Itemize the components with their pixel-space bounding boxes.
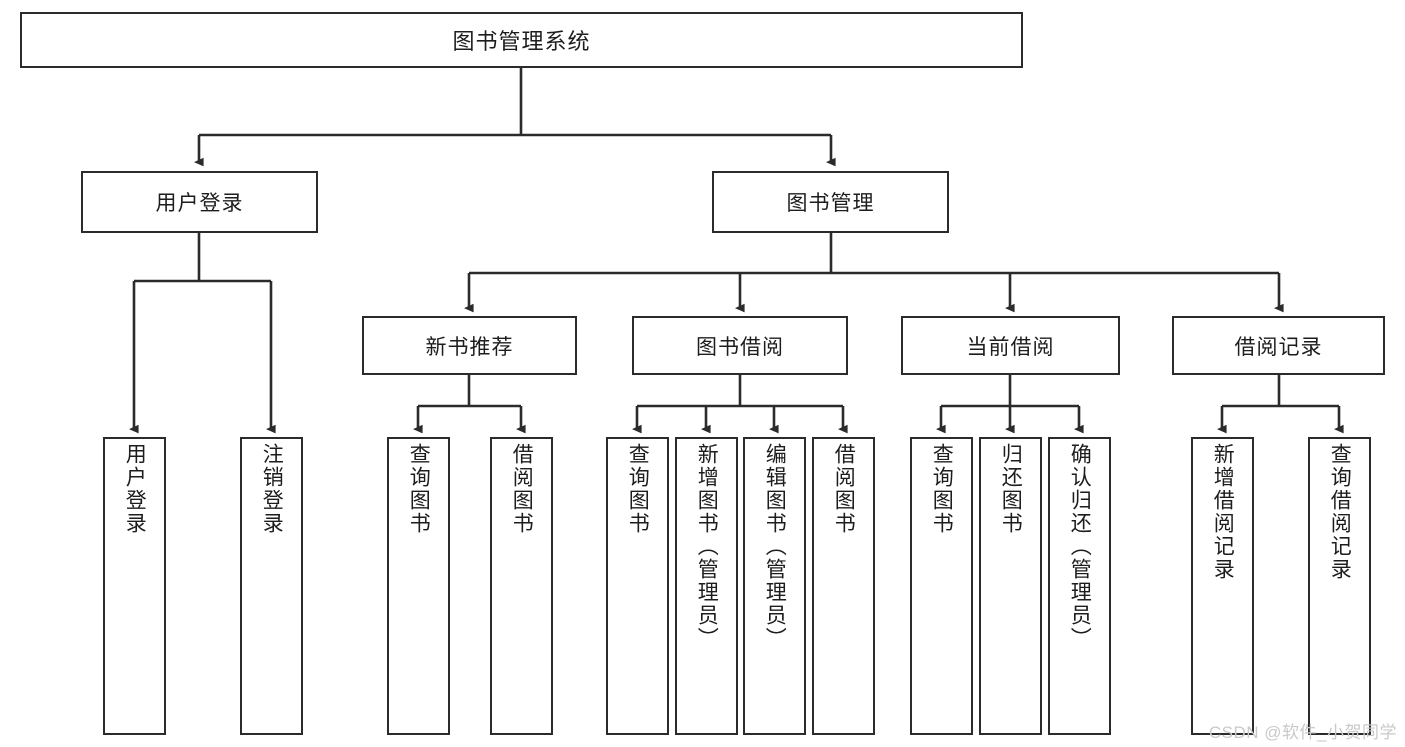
node-label: 查询借阅记录 — [1328, 443, 1352, 581]
leaf-borrow-book-newbook[interactable]: 借阅图书 — [490, 437, 553, 735]
leaf-add-borrow-record[interactable]: 新增借阅记录 — [1191, 437, 1254, 735]
leaf-query-book-current[interactable]: 查询图书 — [910, 437, 973, 735]
leaf-user-login[interactable]: 用户登录 — [103, 437, 166, 735]
leaf-query-book-borrow[interactable]: 查询图书 — [606, 437, 669, 735]
leaf-query-borrow-record[interactable]: 查询借阅记录 — [1308, 437, 1371, 735]
node-label: 借阅图书 — [510, 443, 534, 535]
node-label: 当前借阅 — [966, 335, 1055, 359]
leaf-borrow-book[interactable]: 借阅图书 — [812, 437, 875, 735]
node-new-book-recommend[interactable]: 新书推荐 — [362, 316, 577, 375]
node-label: 查询图书 — [930, 443, 954, 535]
node-book-borrow[interactable]: 图书借阅 — [632, 316, 848, 375]
node-label: 新书推荐 — [425, 335, 514, 359]
leaf-query-book-newbook[interactable]: 查询图书 — [387, 437, 450, 735]
node-label: 借阅记录 — [1234, 335, 1323, 359]
node-label: 新增图书（管理员） — [695, 443, 719, 650]
node-label: 新增借阅记录 — [1211, 443, 1235, 581]
leaf-confirm-return-admin[interactable]: 确认归还（管理员） — [1048, 437, 1111, 735]
node-label: 归还图书 — [999, 443, 1023, 535]
leaf-logout[interactable]: 注销登录 — [240, 437, 303, 735]
node-book-management[interactable]: 图书管理 — [712, 171, 949, 233]
node-label: 借阅图书 — [832, 443, 856, 535]
leaf-return-book[interactable]: 归还图书 — [979, 437, 1042, 735]
node-user-login[interactable]: 用户登录 — [81, 171, 318, 233]
node-label: 查询图书 — [407, 443, 431, 535]
node-label: 确认归还（管理员） — [1068, 443, 1092, 650]
node-label: 查询图书 — [626, 443, 650, 535]
node-label: 图书管理 — [786, 192, 875, 215]
node-label: 用户登录 — [155, 192, 244, 215]
node-label: 注销登录 — [260, 443, 284, 535]
node-label: 编辑图书（管理员） — [763, 443, 787, 650]
leaf-edit-book-admin[interactable]: 编辑图书（管理员） — [743, 437, 806, 735]
node-root-library-system[interactable]: 图书管理系统 — [20, 12, 1023, 68]
node-current-borrow[interactable]: 当前借阅 — [901, 316, 1120, 375]
node-borrow-record[interactable]: 借阅记录 — [1172, 316, 1385, 375]
csdn-watermark: CSDN @软件_小贺同学 — [1208, 723, 1397, 742]
node-label: 用户登录 — [123, 443, 147, 535]
node-label: 图书管理系统 — [452, 29, 591, 54]
node-label: 图书借阅 — [696, 335, 784, 359]
leaf-add-book-admin[interactable]: 新增图书（管理员） — [675, 437, 738, 735]
